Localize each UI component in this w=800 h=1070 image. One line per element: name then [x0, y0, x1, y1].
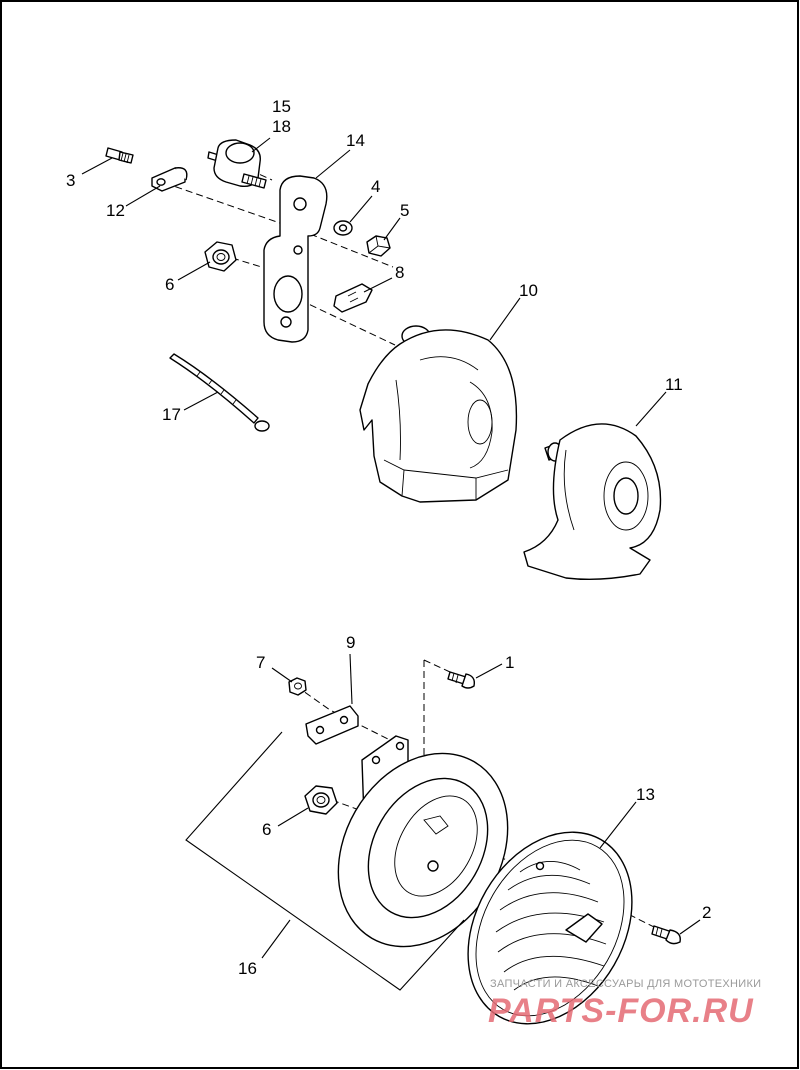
- group-bracket-16: [185, 731, 465, 991]
- watermark-brand: PARTS-FOR.RU: [488, 992, 754, 1030]
- callout-8: 8: [395, 263, 404, 282]
- callout-11: 11: [665, 375, 683, 394]
- washer-part-4: [333, 220, 353, 236]
- watermark-tagline: ЗАПЧАСТИ И АКСЕССУАРЫ ДЛЯ МОТОТЕХНИКИ: [490, 978, 761, 990]
- callout-7: 7: [256, 653, 265, 672]
- callout-14: 14: [346, 131, 365, 150]
- callout-5: 5: [400, 201, 409, 220]
- screw-part-1: [447, 671, 476, 689]
- callout-2: 2: [702, 903, 711, 922]
- nut-part-6-bottom: [304, 785, 338, 815]
- callout-9: 9: [346, 633, 355, 652]
- callout-17: 17: [162, 405, 181, 424]
- callout-18: 18: [272, 117, 291, 136]
- callout-1: 1: [505, 653, 514, 672]
- horn-snail-part-11: [523, 423, 662, 581]
- grille-part-13: [467, 831, 633, 1025]
- callout-6-top: 6: [165, 275, 174, 294]
- horn-body-part-10: [359, 325, 518, 503]
- callouts: 3 12 15 18 14 4 5 6 8 10 11 17 9 7 1 13 …: [66, 97, 711, 978]
- callout-13: 13: [636, 785, 655, 804]
- clip-part-12: [151, 167, 188, 192]
- cable-tie-part-17: [169, 353, 270, 432]
- callout-10: 10: [519, 281, 538, 300]
- plate-part-9: [305, 705, 359, 745]
- callout-6-bottom: 6: [262, 820, 271, 839]
- leader-lines: [81, 137, 701, 959]
- callout-4: 4: [371, 177, 380, 196]
- callout-3: 3: [66, 171, 75, 190]
- horn-assembly-part-16: [337, 735, 509, 948]
- callout-15: 15: [272, 97, 291, 116]
- nut-part-6-top: [204, 241, 237, 272]
- screw-part-2: [651, 925, 681, 945]
- watermark: ЗАПЧАСТИ И АКСЕССУАРЫ ДЛЯ МОТОТЕХНИКИ PA…: [488, 978, 761, 1030]
- nut-part-7: [288, 677, 307, 696]
- rubber-mount-part-15-18: [207, 139, 267, 189]
- callout-16: 16: [238, 959, 257, 978]
- terminal-part-8: [333, 283, 373, 313]
- screw-part-3: [105, 147, 134, 164]
- callout-12: 12: [106, 201, 125, 220]
- bracket-part-14: [263, 175, 328, 343]
- nut-part-5: [366, 235, 391, 257]
